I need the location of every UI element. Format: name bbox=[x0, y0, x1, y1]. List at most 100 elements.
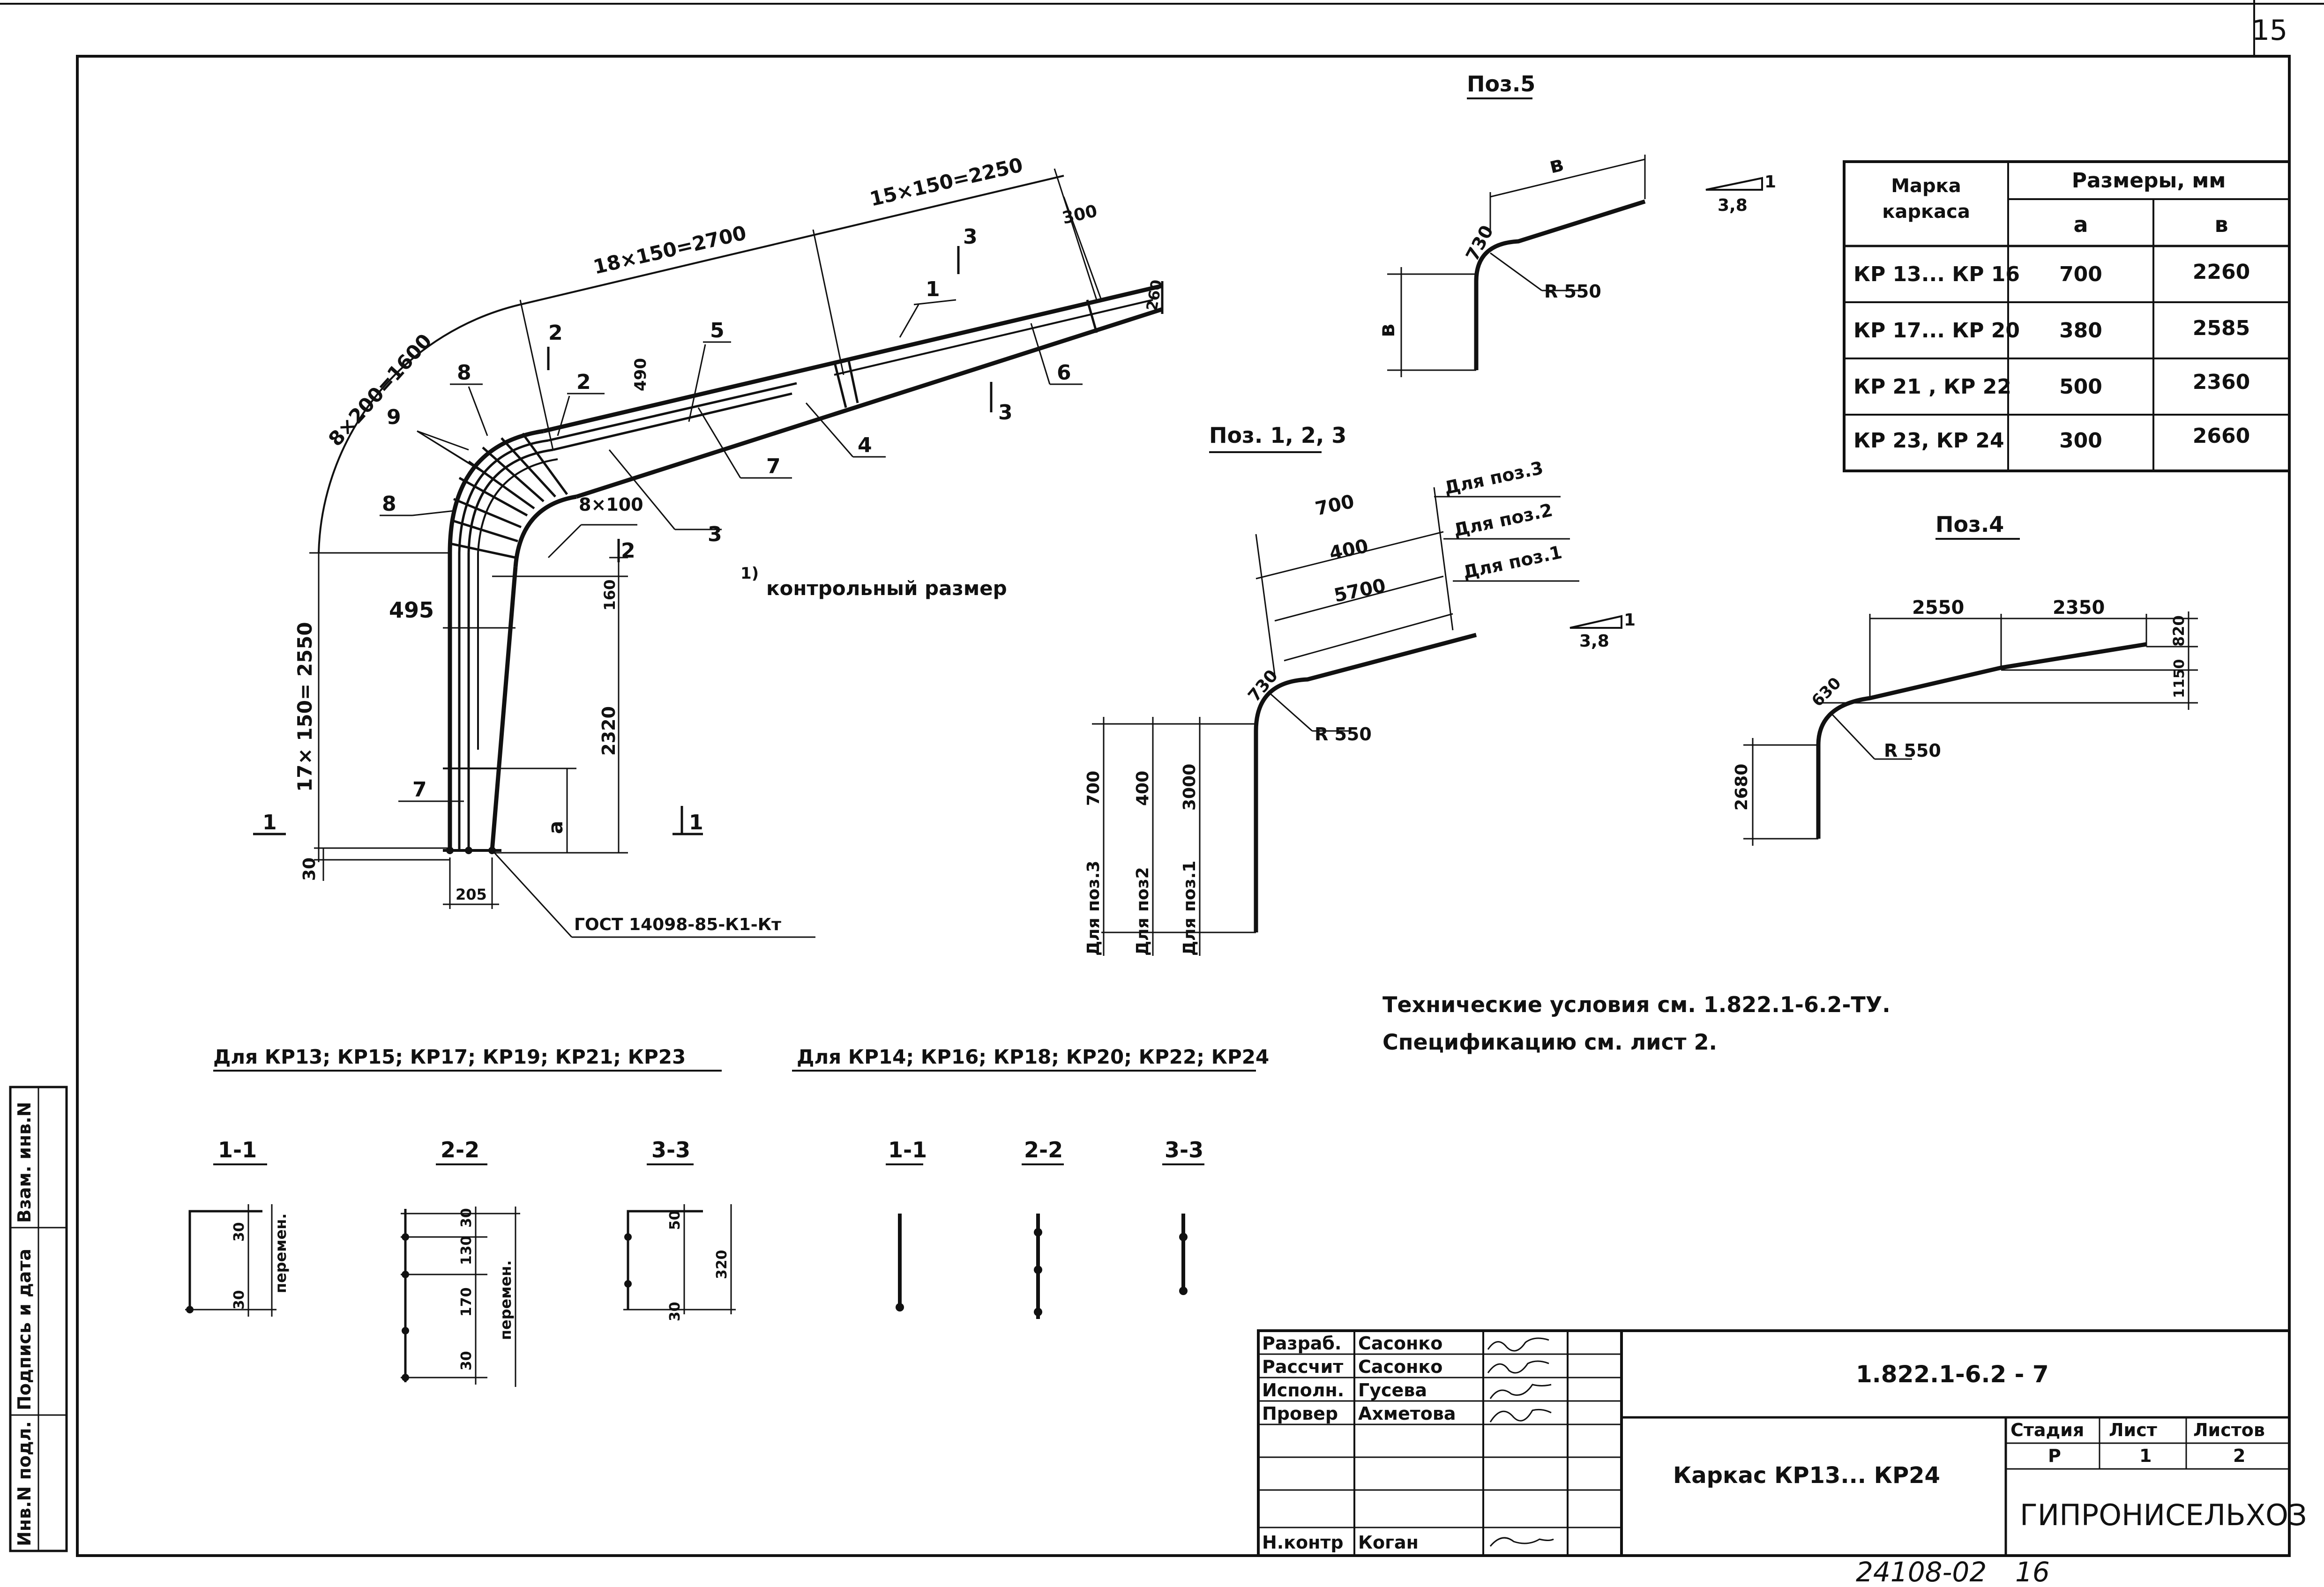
table-head-mark2: каркаса bbox=[1882, 201, 1970, 223]
tb-name-7: Коган bbox=[1358, 1532, 1419, 1553]
s33-dim-30: 30 bbox=[667, 1302, 683, 1321]
table-head-sizes: Размеры, мм bbox=[2072, 169, 2226, 193]
pos4-drawing bbox=[1743, 538, 2198, 846]
pos-label-5: 5 bbox=[710, 319, 725, 343]
pos4-dim-2550: 2550 bbox=[1912, 597, 1964, 618]
pos123-slope-top: 1 bbox=[1624, 611, 1636, 630]
sections-group-1-title: Для КР13; КР15; КР17; КР19; КР21; КР23 bbox=[213, 1045, 686, 1068]
cut-1-left: 1 bbox=[262, 811, 277, 834]
pos-label-7-upper: 7 bbox=[766, 454, 781, 478]
pos-label-7-lower: 7 bbox=[412, 778, 427, 802]
pos-label-4: 4 bbox=[858, 433, 872, 457]
dim-160: 160 bbox=[601, 580, 619, 611]
pos123-v-label3: Для поз.3 bbox=[1084, 861, 1103, 956]
pos-label-2: 2 bbox=[576, 370, 591, 394]
s11-dim-perem: перемен. bbox=[272, 1213, 290, 1293]
tb-organization: ГИПРОНИСЕЛЬХОЗ bbox=[2020, 1498, 2307, 1532]
pos123-v-3000: 3000 bbox=[1180, 764, 1199, 811]
pos123-v-700: 700 bbox=[1084, 771, 1103, 806]
tb-stage-header: Стадия bbox=[2010, 1420, 2084, 1440]
pos123-label-pos2: Для поз.2 bbox=[1452, 499, 1554, 541]
tb-sheets: 2 bbox=[2233, 1445, 2245, 1466]
section-2-2-g2: 2-2 bbox=[1024, 1137, 1063, 1162]
section-1-1-g2: 1-1 bbox=[888, 1137, 927, 1162]
pos-label-3: 3 bbox=[708, 522, 722, 546]
pos-label-6: 6 bbox=[1057, 361, 1071, 385]
dim-205: 205 bbox=[456, 886, 487, 903]
pos-label-1: 1 bbox=[926, 277, 940, 301]
cut-3-bottom: 3 bbox=[998, 401, 1013, 425]
pos123-v-400: 400 bbox=[1133, 771, 1152, 806]
pos-label-8-lower: 8 bbox=[382, 492, 396, 516]
s33-dim-50: 50 bbox=[667, 1210, 683, 1230]
dim-30: 30 bbox=[300, 857, 319, 881]
table-row-4-a: 300 bbox=[2059, 429, 2102, 453]
pos5-radius: R 550 bbox=[1544, 281, 1601, 302]
pos123-dim-700: 700 bbox=[1314, 491, 1356, 520]
pos4-dim-2350: 2350 bbox=[2053, 597, 2105, 618]
pos5-drawing bbox=[1387, 97, 1763, 377]
bottom-page-number: 16 bbox=[2015, 1556, 2050, 1587]
table-row-3-b: 2360 bbox=[2193, 370, 2250, 394]
tb-name-2: Сасонко bbox=[1358, 1356, 1442, 1377]
main-frame-labels: 15×150=2250 18×150=2700 8×200=1600 17× 1… bbox=[262, 153, 1166, 934]
control-size-note: контрольный размер bbox=[766, 577, 1007, 600]
tb-role-7: Н.контр bbox=[1262, 1532, 1344, 1553]
s22-dim-perem: перемен. bbox=[497, 1260, 515, 1340]
pos123-drawing bbox=[1092, 451, 1622, 956]
table-row-2-mark: КР 17... КР 20 bbox=[1853, 319, 2020, 343]
tb-role-3: Исполн. bbox=[1262, 1380, 1344, 1401]
dim-a: a bbox=[544, 821, 567, 834]
side-stamp bbox=[9, 1086, 68, 1552]
pos123-slope-bottom: 3,8 bbox=[1579, 632, 1609, 651]
section-3-3-g2: 3-3 bbox=[1165, 1137, 1203, 1162]
tb-name-4: Ахметова bbox=[1358, 1403, 1456, 1424]
table-row-1-a: 700 bbox=[2059, 262, 2102, 286]
sections-group-1 bbox=[185, 1070, 736, 1387]
s11-dim-30-bottom: 30 bbox=[231, 1290, 247, 1310]
section-3-3-g1: 3-3 bbox=[651, 1137, 690, 1162]
table-head-b: в bbox=[2214, 212, 2228, 237]
tb-role-4: Провер bbox=[1262, 1403, 1338, 1424]
title-block bbox=[1257, 1329, 2291, 1557]
pos123-label-pos1: Для поз.1 bbox=[1461, 542, 1564, 583]
dim-15x150: 15×150=2250 bbox=[867, 153, 1025, 211]
side-stamp-signature: Подпись и дата bbox=[14, 1249, 35, 1410]
pos123-v-label1: Для поз.1 bbox=[1180, 861, 1199, 956]
dim-495: 495 bbox=[389, 597, 434, 623]
table-head-mark: Марка bbox=[1891, 175, 1961, 197]
tb-name-3: Гусева bbox=[1358, 1380, 1427, 1401]
sections-group-2 bbox=[792, 1070, 1256, 1319]
cut-1-right: 1 bbox=[689, 811, 703, 834]
table-row-1-mark: КР 13... КР 16 bbox=[1853, 262, 2020, 286]
side-stamp-vzam: Взам. инв.N bbox=[14, 1102, 35, 1223]
pos5-dim-b: в bbox=[1547, 151, 1566, 179]
pos-label-9: 9 bbox=[387, 405, 401, 429]
pos4-radius: R 550 bbox=[1884, 740, 1941, 761]
footnote-mark: 1) bbox=[740, 564, 759, 583]
dim-490: 490 bbox=[631, 358, 650, 391]
section-2-2-g1: 2-2 bbox=[441, 1137, 479, 1162]
table-row-4-b: 2660 bbox=[2193, 424, 2250, 448]
pos123-dim-400: 400 bbox=[1328, 535, 1370, 564]
s22-dim-30-bottom: 30 bbox=[458, 1351, 475, 1371]
tb-role-2: Рассчит bbox=[1262, 1356, 1343, 1377]
sizes-table bbox=[1843, 160, 2291, 472]
dim-8x100: 8×100 bbox=[579, 494, 643, 515]
bottom-doc-number: 24108-02 bbox=[1856, 1556, 1987, 1587]
tb-sheet-header: Лист bbox=[2109, 1420, 2157, 1440]
tb-doc-code: 1.822.1-6.2 - 7 bbox=[1856, 1361, 2049, 1388]
pos4-dim-1150: 1150 bbox=[2171, 659, 2188, 699]
pos5-title: Поз.5 bbox=[1467, 71, 1535, 97]
table-row-4-mark: КР 23, КР 24 bbox=[1853, 429, 2004, 453]
sheet-number: 15 bbox=[2252, 14, 2287, 47]
dim-2320: 2320 bbox=[598, 706, 619, 756]
cut-3-top: 3 bbox=[963, 225, 978, 249]
cut-2-top: 2 bbox=[548, 321, 563, 345]
pos123-radius: R 550 bbox=[1315, 724, 1372, 745]
table-row-3-mark: КР 21 , КР 22 bbox=[1853, 375, 2011, 399]
tb-role-1: Разраб. bbox=[1262, 1333, 1341, 1354]
pos123-label-pos3: Для поз.3 bbox=[1442, 457, 1545, 499]
